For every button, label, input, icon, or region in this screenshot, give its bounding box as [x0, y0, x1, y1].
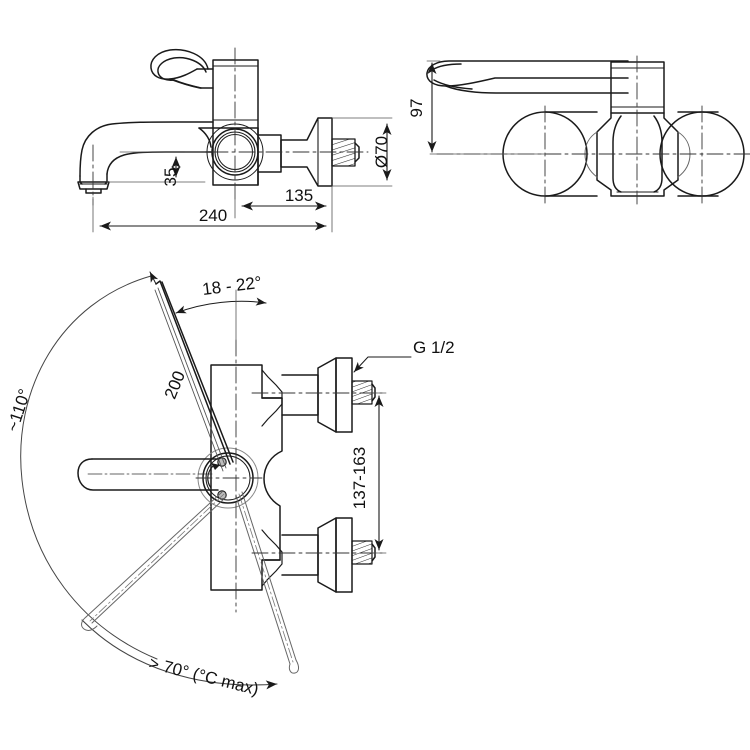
plan-upper-inlet: [261, 357, 376, 433]
lever-tip-arrow: [149, 271, 159, 285]
plan-centerlines: [195, 339, 383, 613]
side-centerlines: [92, 47, 369, 206]
dim-label-35: 35: [161, 168, 180, 187]
side-view-group: [77, 47, 393, 233]
front-centerlines: [436, 55, 750, 205]
front-body: [596, 112, 679, 197]
plan-lower-inlet: [261, 517, 376, 593]
plan-lever-upper: [154, 280, 234, 472]
dimension-text-layer: 35 240 135 Ø70 97 ~110° 18 - 22° 200 137…: [3, 99, 455, 700]
side-lever-handle: [150, 48, 214, 89]
dim-label-110-degrees: ~110°: [3, 387, 35, 435]
dim-label-240: 240: [199, 206, 227, 225]
dim-label-diameter-70: Ø70: [372, 136, 391, 168]
front-cartridge-cap: [610, 61, 665, 114]
front-dimension-97: [426, 60, 546, 155]
plan-view-group: [20, 271, 412, 690]
plan-leader-g12: [353, 356, 412, 373]
side-spout: [79, 121, 214, 185]
side-dimension-lines: [99, 123, 392, 231]
dim-label-18-22-degrees: 18 - 22°: [201, 273, 263, 299]
dim-label-97: 97: [407, 99, 426, 118]
front-view-group: [426, 55, 750, 205]
dim-label-137-163: 137-163: [350, 447, 369, 509]
tilt-arc-18-22: [175, 297, 267, 314]
dim-label-g-half-thread: G 1/2: [413, 338, 455, 357]
front-lever-handle: [426, 60, 629, 94]
plan-dimension-137-163: [371, 392, 387, 554]
plan-body: [210, 364, 283, 591]
dim-label-135: 135: [285, 186, 313, 205]
swing-arc-110: [20, 275, 158, 660]
side-witness-lines: [92, 117, 393, 233]
dim-label-hot-limit: > 70° (°C max): [147, 653, 261, 699]
plan-lever-lower-left: [81, 491, 227, 631]
side-cartridge-cap: [212, 59, 259, 129]
plan-lever-horizontal: [77, 458, 219, 491]
dim-label-200: 200: [161, 368, 189, 401]
swing-arc-70: [81, 619, 278, 690]
side-aerator: [77, 181, 110, 194]
plan-lever-lower-right: [235, 491, 299, 674]
